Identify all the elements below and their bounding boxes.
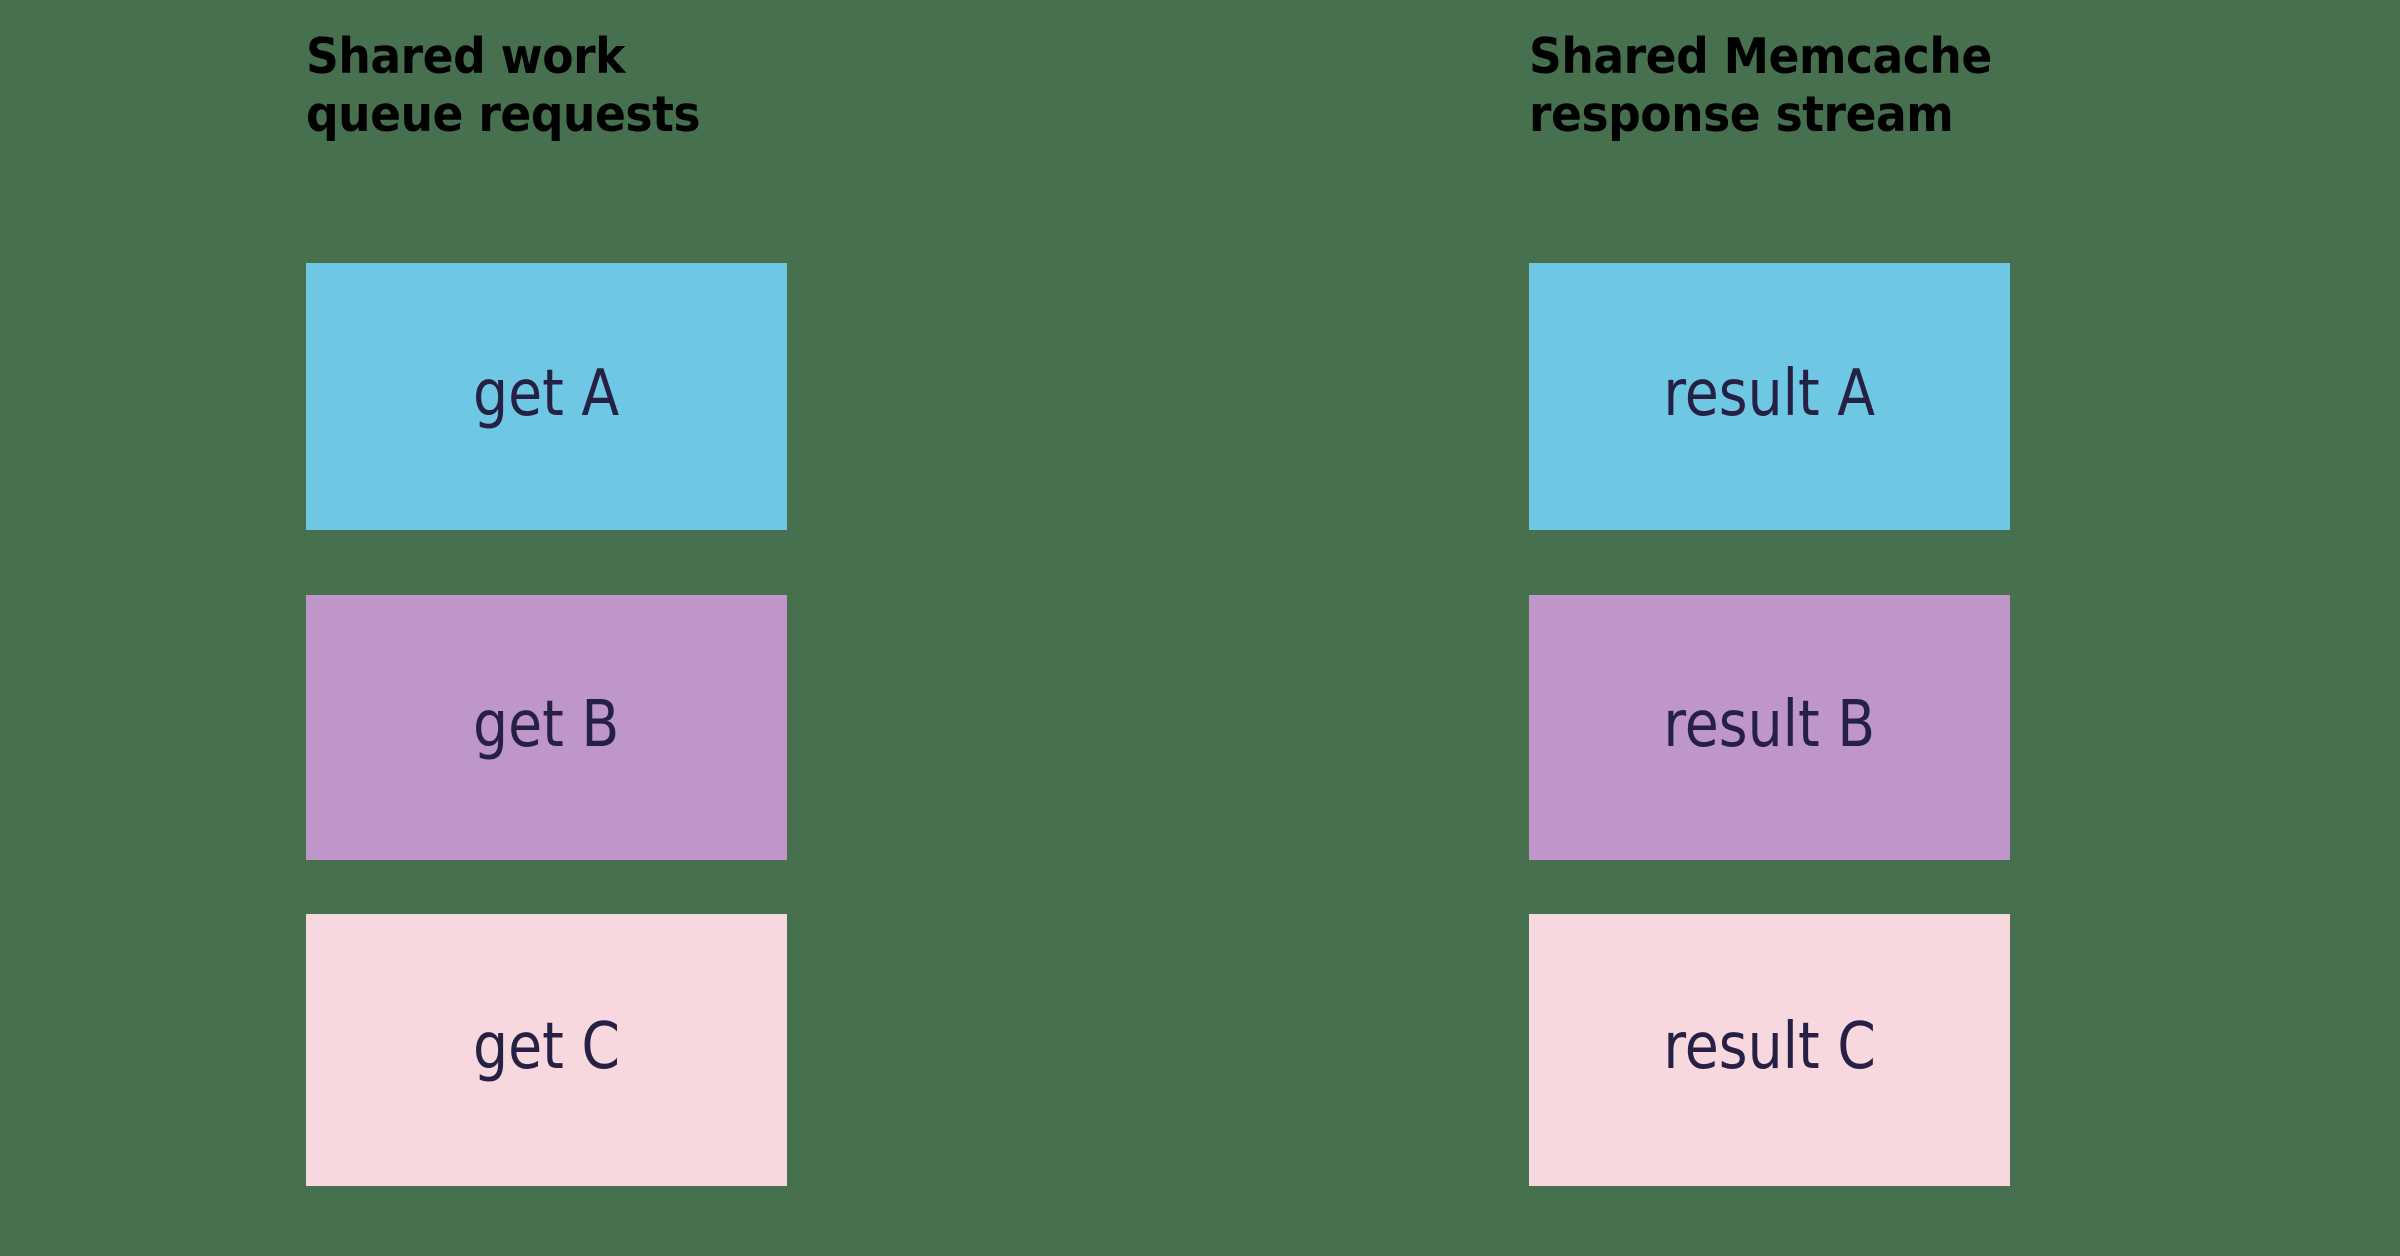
message-box-get-a[interactable]: get A — [306, 263, 787, 530]
column-heading-shared-work-queue: Shared work queue requests — [306, 28, 701, 143]
message-box-label: result B — [1663, 687, 1876, 762]
column-heading-shared-memcache-response-stream: Shared Memcache response stream — [1529, 28, 1992, 143]
message-box-get-b[interactable]: get B — [306, 595, 787, 860]
message-box-result-b[interactable]: result B — [1529, 595, 2010, 860]
message-box-label: get B — [473, 687, 620, 762]
message-box-get-c[interactable]: get C — [306, 914, 787, 1186]
message-box-result-a[interactable]: result A — [1529, 263, 2010, 530]
message-box-label: result A — [1663, 356, 1876, 431]
message-box-label: result C — [1663, 1010, 1876, 1084]
message-box-label: get C — [473, 1010, 620, 1084]
message-box-result-c[interactable]: result C — [1529, 914, 2010, 1186]
message-box-label: get A — [473, 356, 620, 431]
